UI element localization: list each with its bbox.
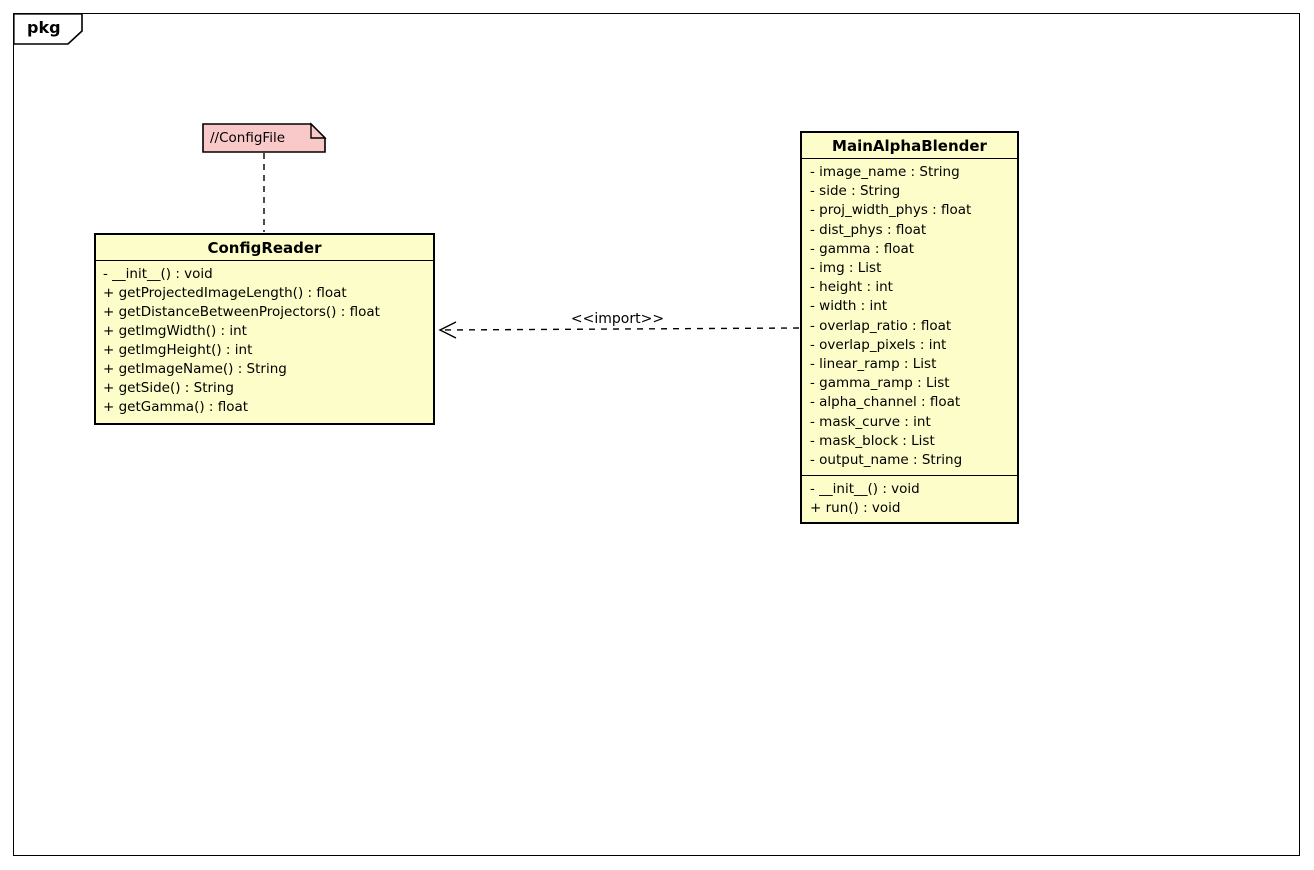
note-text: //ConfigFile xyxy=(210,130,286,146)
member-row: - __init__() : void xyxy=(103,266,213,282)
member-row: - width : int xyxy=(810,298,888,315)
member-row: - side : String xyxy=(810,183,901,200)
package-frame xyxy=(13,13,1300,856)
member-row: - mask_block : List xyxy=(810,432,935,449)
note-shape xyxy=(202,123,326,153)
class-mainalphablender-attributes-compartment: - image_name : String - side : String - pr… xyxy=(802,159,1017,475)
member-row: - height : int xyxy=(810,279,893,296)
import-arrowhead-icon xyxy=(438,321,457,339)
member-row: + getImgHeight() : int xyxy=(103,342,253,358)
member-row: + getProjectedImageLength() : float xyxy=(103,285,347,301)
member-row: - alpha_channel : float xyxy=(810,394,961,411)
member-row: - img : List xyxy=(810,260,882,277)
class-configreader-title: ConfigReader xyxy=(96,235,433,261)
class-mainalphablender-title: MainAlphaBlender xyxy=(802,133,1017,159)
class-configreader-methods-compartment: - __init__() : void + getProjectedImageLe… xyxy=(96,261,433,421)
member-row: + getSide() : String xyxy=(103,380,234,396)
class-mainalphablender-methods-compartment: - __init__() : void + run() : void xyxy=(802,474,1017,522)
member-row: + run() : void xyxy=(810,499,901,516)
package-label: pkg xyxy=(27,18,61,37)
member-row: + getImageName() : String xyxy=(103,361,287,377)
class-configreader: ConfigReader - __init__() : void + getPro… xyxy=(94,233,435,425)
import-label: <<import>> xyxy=(570,311,665,327)
import-connector xyxy=(441,327,800,331)
member-row: - linear_ramp : List xyxy=(810,356,937,373)
member-row: + getImgWidth() : int xyxy=(103,323,247,339)
class-mainalphablender: MainAlphaBlender - image_name : String- … xyxy=(800,131,1019,524)
member-row: - overlap_pixels : int xyxy=(810,336,947,353)
member-row: - output_name : String xyxy=(810,452,963,469)
member-row: + getGamma() : float xyxy=(103,399,249,415)
member-row: - image_name : String xyxy=(810,164,960,180)
note-fold-corner xyxy=(310,122,327,139)
member-row: - gamma : float xyxy=(810,240,915,257)
member-row: - mask_curve : int xyxy=(810,413,931,430)
member-row: + getDistanceBetweenProjectors() : float xyxy=(103,304,380,320)
member-row: - gamma_ramp : List xyxy=(810,375,950,392)
member-row: - dist_phys : float xyxy=(810,221,927,238)
member-row: - __init__() : void xyxy=(810,480,920,497)
member-row: - overlap_ratio : float xyxy=(810,317,952,334)
member-row: - proj_width_phys : float xyxy=(810,202,972,219)
package-tab xyxy=(13,13,83,45)
